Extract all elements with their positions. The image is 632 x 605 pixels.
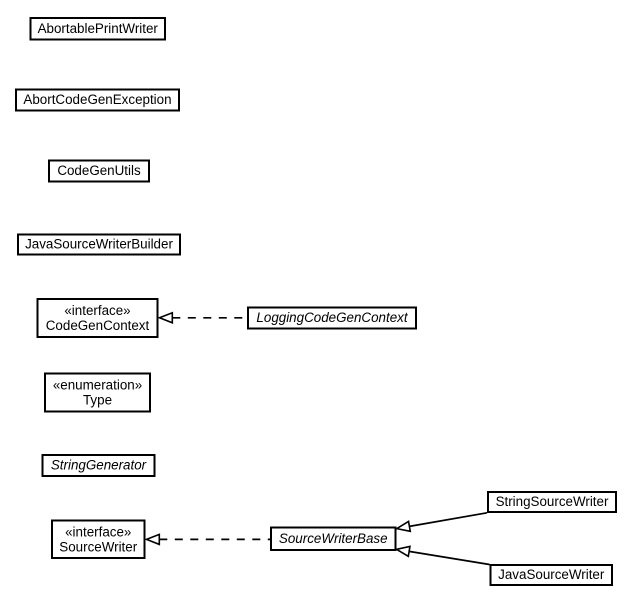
svg-text:Type: Type (83, 393, 112, 408)
svg-text:JavaSourceWriterBuilder: JavaSourceWriterBuilder (25, 237, 173, 252)
svg-text:«enumeration»: «enumeration» (53, 378, 142, 393)
svg-text:«interface»: «interface» (65, 524, 131, 539)
svg-text:StringGenerator: StringGenerator (51, 458, 147, 473)
svg-text:AbortCodeGenException: AbortCodeGenException (23, 92, 171, 107)
svg-text:SourceWriter: SourceWriter (59, 539, 137, 554)
svg-text:CodeGenContext: CodeGenContext (46, 318, 150, 333)
svg-text:SourceWriterBase: SourceWriterBase (279, 531, 388, 546)
svg-text:StringSourceWriter: StringSourceWriter (496, 494, 609, 509)
svg-text:JavaSourceWriter: JavaSourceWriter (498, 567, 605, 582)
svg-text:CodeGenUtils: CodeGenUtils (57, 163, 141, 178)
svg-text:LoggingCodeGenContext: LoggingCodeGenContext (256, 310, 408, 325)
svg-text:AbortablePrintWriter: AbortablePrintWriter (38, 21, 159, 36)
svg-text:«interface»: «interface» (64, 303, 130, 318)
